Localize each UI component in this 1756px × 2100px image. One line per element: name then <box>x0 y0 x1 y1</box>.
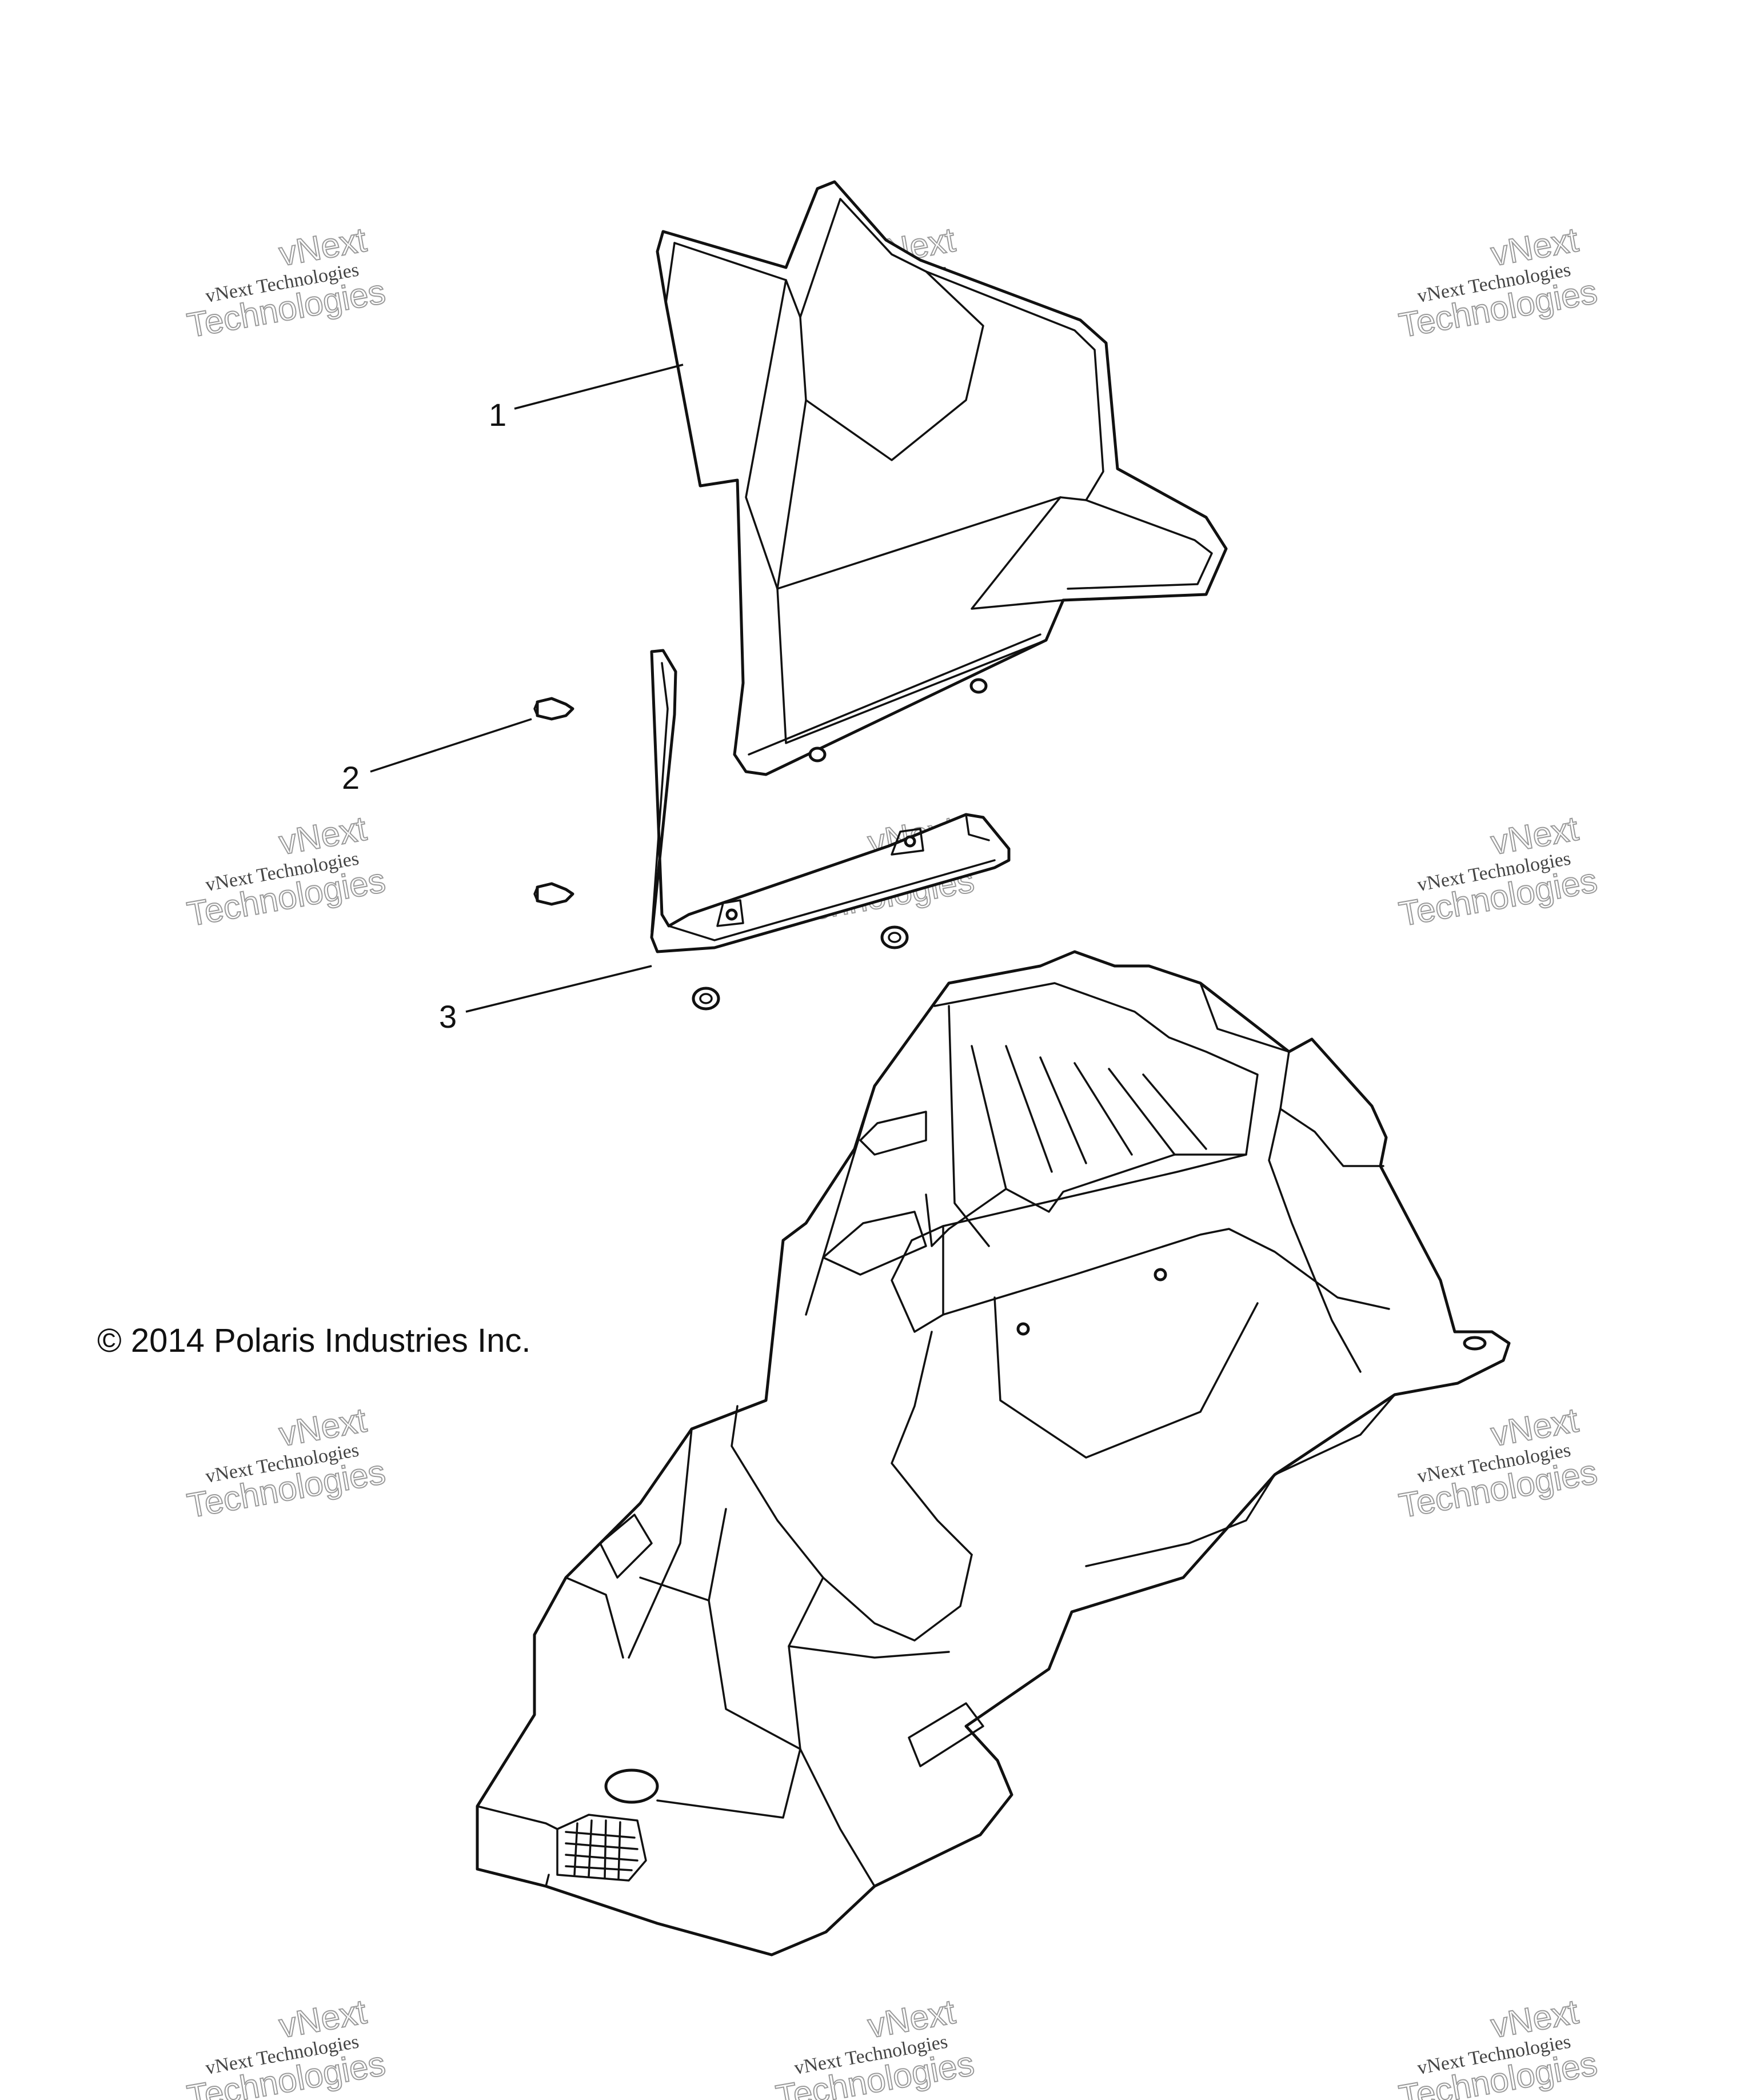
callout-3: 3 <box>439 999 457 1035</box>
nut-upper[interactable] <box>880 925 909 949</box>
nut-lower[interactable] <box>692 987 720 1011</box>
front-grille <box>556 1814 647 1882</box>
mounting-bracket-part[interactable] <box>650 649 1011 953</box>
hood-body-panel <box>476 950 1511 1957</box>
callout-leaders <box>370 364 684 1013</box>
push-rivet-upper[interactable] <box>533 697 574 721</box>
callout-1: 1 <box>489 397 506 433</box>
push-rivet-lower[interactable] <box>533 882 574 906</box>
callout-2: 2 <box>342 760 360 796</box>
copyright-notice: © 2014 Polaris Industries Inc. <box>97 1322 530 1359</box>
windshield-part[interactable] <box>656 180 1228 776</box>
